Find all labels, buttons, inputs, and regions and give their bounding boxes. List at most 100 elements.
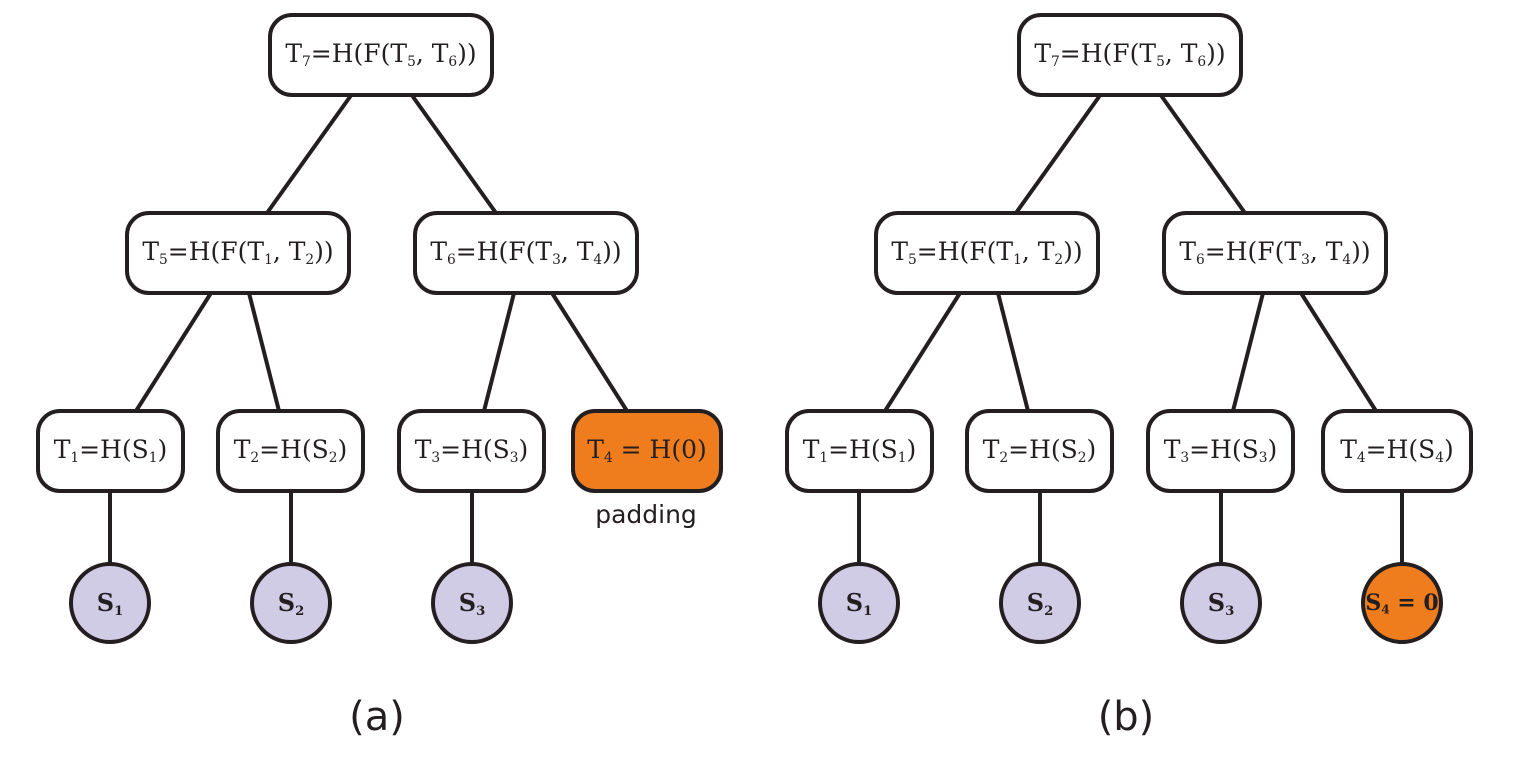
edge-a-n6-n4 — [550, 291, 629, 413]
label-text: =H(F(T — [167, 237, 265, 267]
label-subscript: 4 — [1435, 450, 1445, 467]
label-text: T — [285, 39, 303, 69]
label-subscript: 3 — [1301, 252, 1310, 269]
label-text: ) — [906, 435, 917, 465]
label-subscript: 1 — [148, 450, 158, 467]
label-subscript: 4 — [1381, 602, 1390, 617]
label-text: =H(F(T — [455, 237, 553, 267]
label-subscript: 1 — [1013, 252, 1022, 269]
label-text: T — [53, 435, 71, 465]
label-subscript: 3 — [1225, 603, 1235, 619]
panel-label-a: (a) — [349, 694, 405, 740]
edge-a-n6-n3 — [482, 292, 516, 412]
node-a-t1: T1=H(S1) — [36, 409, 185, 493]
node-b-t3: T3=H(S3) — [1146, 409, 1295, 493]
label-text: S — [277, 587, 296, 617]
label-text: ) — [518, 435, 529, 465]
node-a-t4-padding: T4 = H(0) — [571, 409, 723, 493]
label-text: S — [1365, 589, 1382, 616]
label-text: =H(S — [440, 435, 510, 465]
label-text: T — [142, 237, 160, 267]
label-text: T — [1163, 435, 1181, 465]
label-text: )) — [602, 237, 622, 267]
label-subscript: 2 — [1054, 252, 1064, 269]
label-text: )) — [457, 39, 477, 69]
label-text: , T — [415, 39, 449, 69]
label-text: S — [1026, 587, 1045, 617]
label-subscript: 3 — [431, 450, 441, 467]
node-a-t6: T6=H(F(T3, T4)) — [413, 211, 639, 295]
label-text: =H(S — [1365, 435, 1436, 465]
label-subscript: 6 — [447, 252, 456, 269]
label-text: T — [1034, 39, 1052, 69]
edge-b-n6-n3 — [1231, 292, 1265, 412]
label-subscript: 2 — [295, 603, 305, 619]
edge-b-root-n5 — [1014, 92, 1103, 215]
leaf-b-s2: S2 — [999, 562, 1081, 644]
label-subscript: 5 — [1156, 54, 1165, 71]
label-subscript: 3 — [1180, 450, 1190, 467]
label-text: ) — [157, 435, 168, 465]
node-a-t3: T3=H(S3) — [397, 409, 546, 493]
label-text: = 0 — [1389, 589, 1439, 616]
leaf-a-s3: S3 — [431, 562, 513, 644]
panel-label-b: (b) — [1097, 694, 1155, 740]
label-text: S — [458, 587, 477, 617]
label-subscript: 4 — [1342, 252, 1352, 269]
label-text: )) — [1063, 237, 1083, 267]
label-text: , T — [1309, 237, 1343, 267]
label-text: , T — [272, 237, 306, 267]
label-text: )) — [1351, 237, 1371, 267]
node-a-t7: T7=H(F(T5, T6)) — [268, 13, 494, 97]
label-text: =H(F(T — [1059, 39, 1157, 69]
node-a-t5: T5=H(F(T1, T2)) — [125, 211, 351, 295]
label-text: =H(S — [79, 435, 149, 465]
label-text: S — [96, 587, 115, 617]
label-subscript: 4 — [593, 252, 603, 269]
label-subscript: 4 — [1356, 450, 1366, 467]
label-text: =H(S — [1008, 435, 1078, 465]
label-subscript: 2 — [305, 252, 315, 269]
label-subscript: 3 — [552, 252, 561, 269]
label-text: =H(S — [828, 435, 898, 465]
label-text: ) — [1086, 435, 1097, 465]
edge-b-root-n6 — [1158, 92, 1247, 215]
edge-a-n5-n2 — [247, 292, 281, 412]
label-text: ) — [337, 435, 348, 465]
edge-a-n5-n1 — [134, 291, 213, 413]
label-subscript: 1 — [114, 603, 124, 619]
label-subscript: 7 — [1051, 54, 1060, 71]
label-text: T — [414, 435, 432, 465]
label-text: =H(F(T — [310, 39, 408, 69]
label-subscript: 5 — [159, 252, 168, 269]
label-text: T — [587, 435, 604, 465]
label-text: T — [430, 237, 448, 267]
label-subscript: 2 — [1044, 603, 1054, 619]
leaf-a-s1: S1 — [69, 562, 151, 644]
label-text: =H(F(T — [1204, 237, 1302, 267]
edge-b-n5-n2 — [996, 292, 1030, 412]
label-text: , T — [560, 237, 594, 267]
node-a-t2: T2=H(S2) — [216, 409, 365, 493]
label-subscript: 6 — [448, 54, 458, 71]
label-subscript: 5 — [407, 54, 416, 71]
label-subscript: 1 — [897, 450, 907, 467]
leaf-b-s3: S3 — [1180, 562, 1262, 644]
label-subscript: 3 — [1258, 450, 1268, 467]
label-text: =H(S — [259, 435, 329, 465]
node-b-t6: T6=H(F(T3, T4)) — [1162, 211, 1388, 295]
label-subscript: 2 — [328, 450, 338, 467]
edge-a-root-n5 — [265, 92, 354, 215]
label-subscript: 2 — [250, 450, 260, 467]
label-text: =H(S — [1189, 435, 1259, 465]
node-b-t5: T5=H(F(T1, T2)) — [874, 211, 1100, 295]
label-subscript: 1 — [819, 450, 829, 467]
label-text: T — [802, 435, 820, 465]
label-text: S — [845, 587, 864, 617]
edge-a-root-n6 — [409, 92, 498, 215]
label-text: T — [891, 237, 909, 267]
label-text: T — [1179, 237, 1197, 267]
label-subscript: 6 — [1197, 54, 1207, 71]
